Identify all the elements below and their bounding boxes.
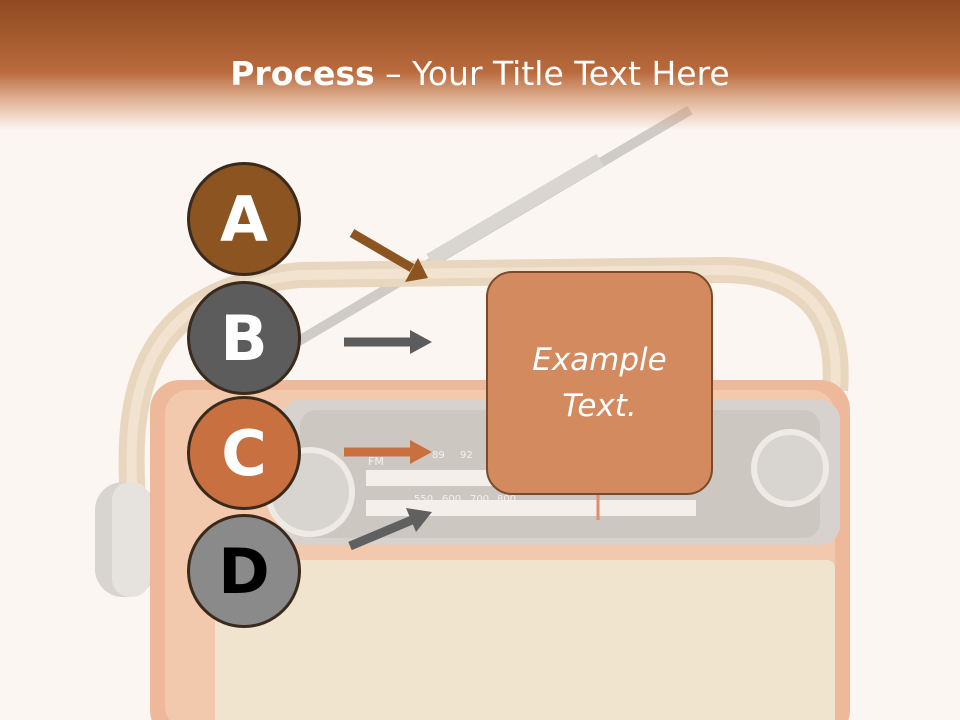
title-bar bbox=[0, 0, 960, 130]
am-tick: 800 bbox=[497, 494, 517, 505]
fm-tick: 89 bbox=[432, 450, 445, 461]
am-tick: 700 bbox=[470, 494, 490, 505]
title-bold: Process bbox=[230, 54, 375, 93]
am-tick: 600 bbox=[442, 494, 462, 505]
step-circle-a: A bbox=[187, 162, 301, 276]
fm-label: FM bbox=[368, 455, 384, 468]
arrow-c-icon bbox=[344, 440, 432, 464]
arrow-a-icon bbox=[349, 229, 428, 282]
step-circle-b: B bbox=[187, 281, 301, 395]
arrow-b-icon bbox=[344, 330, 432, 354]
fm-tick: 92 bbox=[460, 450, 473, 461]
step-circle-d: D bbox=[187, 514, 301, 628]
title-rest: – Your Title Text Here bbox=[374, 54, 730, 93]
slide-title: Process – Your Title Text Here bbox=[0, 52, 960, 96]
am-label: AM bbox=[368, 500, 386, 513]
arrow-d-icon bbox=[348, 508, 432, 551]
example-text: Example Text. bbox=[532, 342, 667, 424]
am-tick: 550 bbox=[414, 494, 434, 505]
step-circle-c: C bbox=[187, 396, 301, 510]
example-text-box: Example Text. bbox=[486, 271, 713, 495]
